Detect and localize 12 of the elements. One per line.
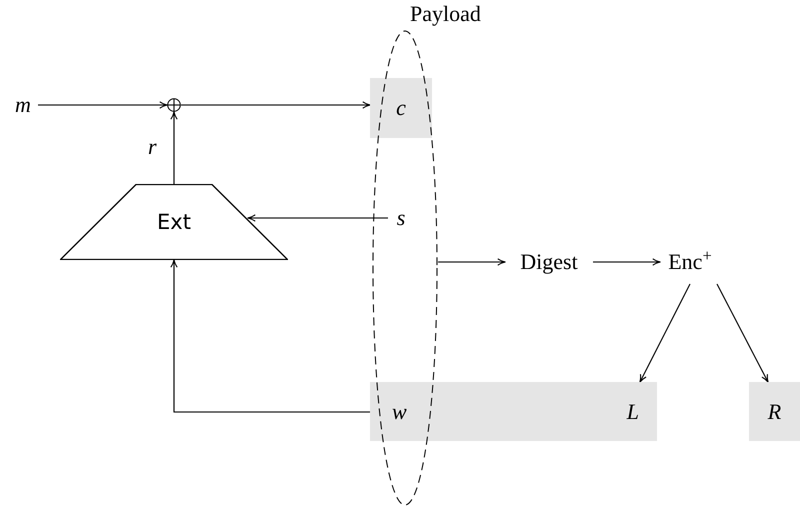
- math-label: s: [388, 204, 414, 232]
- math-label: w: [392, 401, 407, 423]
- math-label: L: [626, 401, 639, 423]
- process-label: Digest: [505, 248, 593, 276]
- math-label: m: [8, 91, 38, 119]
- xor-symbol: [167, 98, 181, 112]
- highlight-band: [370, 382, 657, 441]
- payload-heading: Payload: [410, 3, 481, 25]
- highlight-box: R: [749, 382, 800, 441]
- extractor-label: Ext: [157, 212, 191, 232]
- process-label: Enc$^{+}$: [660, 246, 720, 278]
- extractor-trapezoid: [60, 184, 288, 260]
